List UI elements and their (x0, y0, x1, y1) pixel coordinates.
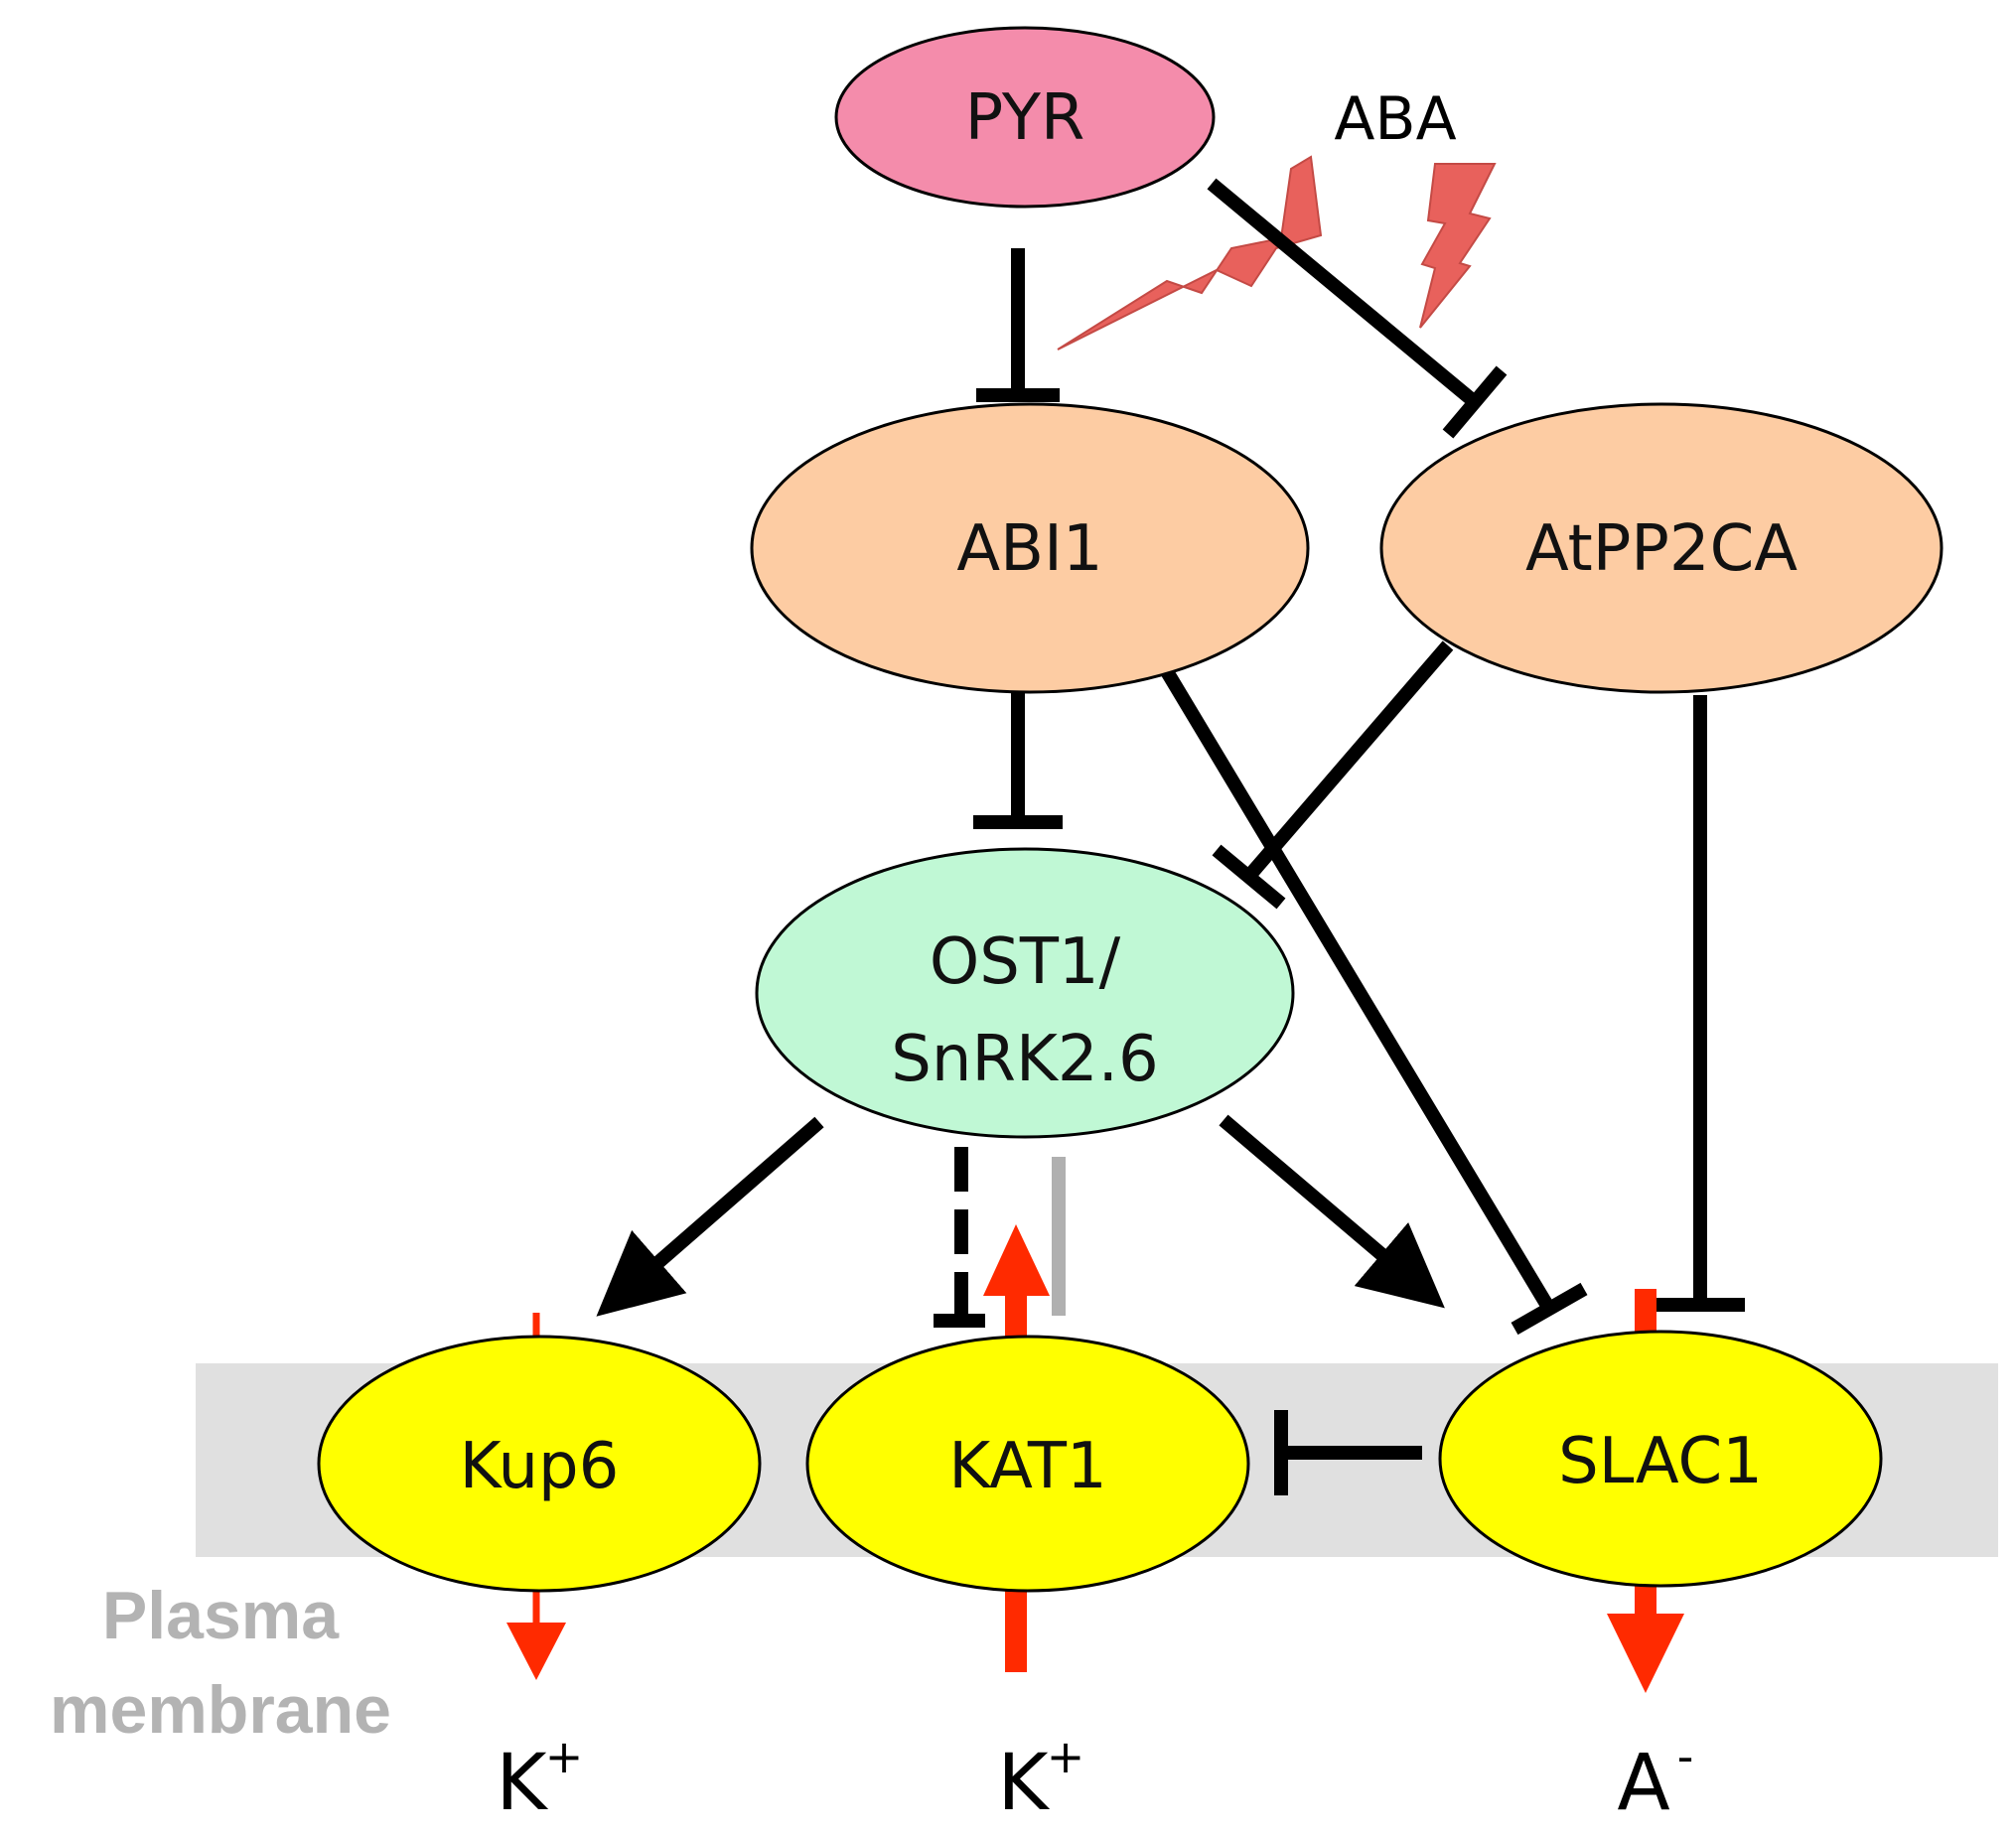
node-abi1: ABI1 (750, 402, 1310, 694)
ion-sup: - (1677, 1730, 1694, 1783)
node-ost1-label-line1: OST1/ (930, 925, 1121, 999)
node-pyr: PYR (834, 26, 1216, 209)
ion-label-slac1: A - (1617, 1730, 1693, 1828)
node-abi1-label: ABI1 (956, 512, 1102, 586)
edge-atpp2ca-ost1-bar (1212, 844, 1286, 910)
edge-ost1-slac1 (1219, 1114, 1445, 1309)
edge-abi1-slac1-bar (1511, 1282, 1588, 1336)
ion-label-kup6: K + (496, 1730, 583, 1828)
ion-sup: + (1047, 1730, 1085, 1783)
ion-base: K (496, 1739, 548, 1828)
ion-label-kat1: K + (997, 1730, 1084, 1828)
node-slac1: SLAC1 (1438, 1330, 1883, 1588)
edge-pyr-atpp2ca (1207, 178, 1480, 408)
edge-atpp2ca-ost1 (1243, 640, 1454, 881)
aba-bolt-small (1419, 163, 1497, 329)
ion-sup: + (545, 1730, 584, 1783)
node-pyr-label: PYR (965, 81, 1085, 155)
edge-abi1-slac1 (1155, 659, 1556, 1313)
plasma-membrane-label-line2: membrane (50, 1672, 391, 1748)
node-kat1-label: KAT1 (948, 1430, 1106, 1503)
aba-label: ABA (1334, 84, 1456, 154)
edge-ost1-kup6 (596, 1116, 824, 1317)
node-kat1: KAT1 (805, 1335, 1250, 1593)
ion-base: K (997, 1739, 1050, 1828)
plasma-membrane-label-line1: Plasma (102, 1578, 340, 1653)
ion-base: A (1617, 1739, 1669, 1828)
node-kup6: Kup6 (317, 1335, 762, 1593)
edge-pyr-atpp2ca-bar (1442, 365, 1508, 439)
node-atpp2ca: AtPP2CA (1379, 402, 1944, 694)
node-slac1-label: SLAC1 (1558, 1425, 1763, 1498)
node-atpp2ca-label: AtPP2CA (1525, 512, 1798, 586)
node-ost1-label-line2: SnRK2.6 (891, 1023, 1158, 1096)
node-kup6-label: Kup6 (460, 1430, 620, 1503)
node-ost1: OST1/ SnRK2.6 (755, 847, 1295, 1139)
